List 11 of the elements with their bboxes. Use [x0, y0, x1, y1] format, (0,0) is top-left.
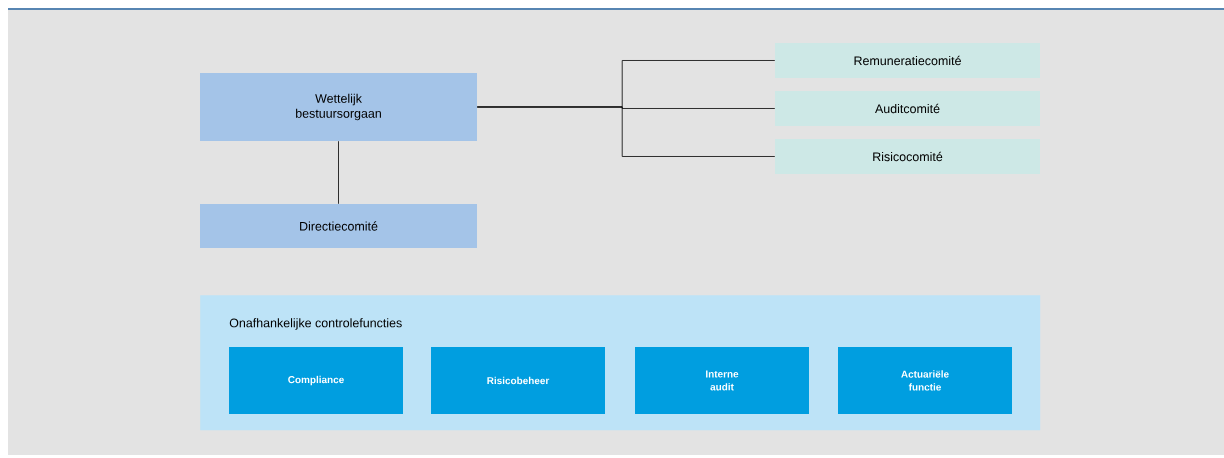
function-box: Actuariële functie	[838, 347, 1012, 414]
connector-line	[338, 140, 339, 205]
function-box: Risicobeheer	[431, 347, 605, 414]
connector-line	[476, 106, 776, 157]
committee-box: Risicocomité	[775, 139, 1040, 174]
function-box: Interne audit	[635, 347, 809, 414]
function-box: Compliance	[229, 347, 403, 414]
title-box: Directiecomité	[200, 204, 477, 248]
committee-box: Auditcomité	[775, 91, 1040, 126]
title-box: Wettelijk bestuursorgaan	[200, 73, 477, 141]
committee-box: Remuneratiecomité	[775, 43, 1040, 78]
